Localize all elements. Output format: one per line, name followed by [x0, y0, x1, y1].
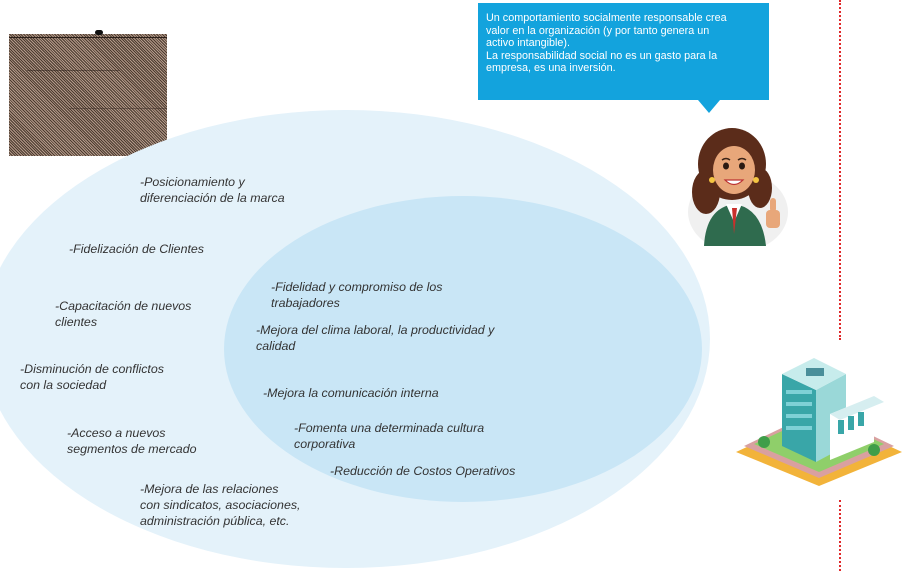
- thumbnail-image: [9, 30, 167, 156]
- woman-thumbs-up-icon: [688, 128, 788, 246]
- outer-item-fidelizacion: -Fidelización de Clientes: [69, 242, 204, 256]
- outer-item-capacitacion: -Capacitación de nuevos clientes: [55, 299, 192, 329]
- outer-item-posicionamiento: -Posicionamiento y diferenciación de la …: [140, 175, 285, 205]
- office-building-icon: [736, 358, 902, 486]
- inner-item-fidelidad: -Fidelidad y compromiso de los trabajado…: [271, 280, 443, 310]
- dotted-divider-bottom: [839, 500, 841, 571]
- inner-benefits-ellipse: [224, 196, 702, 502]
- thumbnail-mark: [95, 30, 103, 35]
- inner-item-clima: -Mejora del clima laboral, la productivi…: [256, 323, 495, 353]
- inner-item-comunicacion: -Mejora la comunicación interna: [263, 386, 439, 400]
- thumbnail-rule: [27, 70, 119, 71]
- outer-item-relaciones: -Mejora de las relaciones con sindicatos…: [140, 482, 301, 528]
- speech-bubble: Un comportamiento socialmente responsabl…: [478, 3, 769, 100]
- speech-bubble-tail: [698, 100, 720, 113]
- thumbnail-rule: [69, 108, 167, 109]
- inner-item-costos: -Reducción de Costos Operativos: [330, 464, 516, 478]
- dotted-divider-top: [839, 0, 841, 340]
- inner-item-cultura: -Fomenta una determinada cultura corpora…: [294, 421, 485, 451]
- outer-item-conflictos: -Disminución de conflictos con la socied…: [20, 362, 164, 392]
- thumbnail-rule: [9, 37, 167, 38]
- outer-item-acceso: -Acceso a nuevos segmentos de mercado: [67, 426, 197, 456]
